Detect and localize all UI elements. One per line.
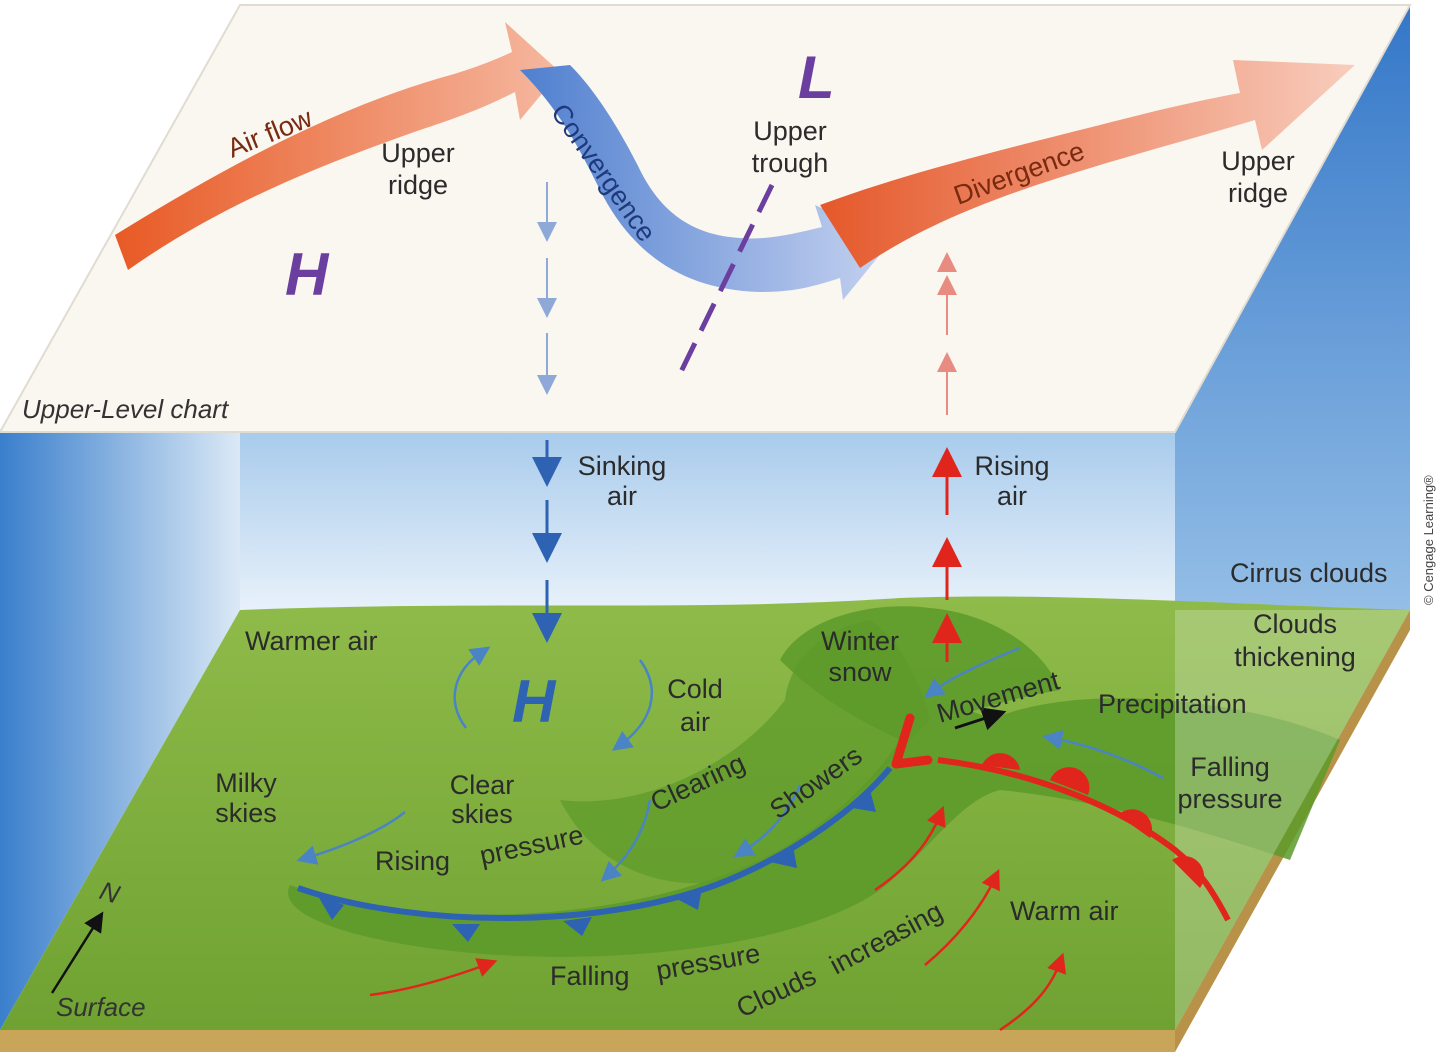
upper-plane [0,4,1412,433]
rising-pressure-line1: Rising [375,846,450,876]
north-arrow [50,911,104,994]
precipitation-label: Precipitation [1098,689,1247,719]
warm-air-label: Warm air [1010,896,1119,926]
warm-inflow-arrow-4 [999,952,1067,1032]
upper-level-chart-label: Upper-Level chart [22,394,230,424]
cloud-overlay [1175,610,1410,1030]
warm-inflow-arrow-2 [874,805,946,892]
upper-ridge-left-line1: Upper [381,138,455,168]
clear-skies-line2: skies [451,799,513,829]
winter-snow-line2: snow [828,657,892,687]
upper-ridge-left-line2: ridge [388,170,448,200]
upper-low-symbol: L [798,44,835,111]
rising-air-line1: Rising [974,451,1049,481]
cold-air-line1: Cold [667,674,723,704]
milky-skies-line1: Milky [215,768,277,798]
clouds-thickening-line2: thickening [1234,642,1356,672]
inflow-arrow-winter [923,646,1021,698]
warm-inflow-arrow-1 [369,958,498,997]
upper-trough-line [673,183,775,384]
credit-label: © Cengage Learning® [1421,475,1436,605]
inflow-arrow-precip [1042,729,1164,780]
upper-ridge-right-line2: ridge [1228,178,1288,208]
warmer-air-label: Warmer air [245,626,378,656]
surface-label: Surface [56,992,146,1022]
cold-air-line2: air [680,707,710,737]
falling-pressure-bottom-line1: Falling [550,961,630,991]
cold-front-triangles [318,790,876,942]
clear-skies-line1: Clear [450,770,515,800]
outflow-arrow-clearing [600,799,652,882]
green-tongue-upper [560,620,930,884]
upper-trough-line1: Upper [753,116,827,146]
cirrus-clouds-label: Cirrus clouds [1230,558,1388,588]
upper-trough-line2: trough [752,148,829,178]
surface-high-symbol: H [512,668,557,735]
clouds-thickening-line1: Clouds [1253,609,1337,639]
upper-ridge-right-line1: Upper [1221,146,1295,176]
warm-inflow-arrow-3 [924,868,1000,966]
high-circulation-arrow-right [611,659,654,751]
air-flow-arrow [115,22,560,270]
milky-skies-line2: skies [215,798,277,828]
outflow-arrow-milky [296,811,406,865]
divergence-arrow [820,60,1355,268]
sky-left-wall [0,432,240,1030]
sinking-air-line1: Sinking [578,451,667,481]
sinking-air-line2: air [607,481,637,511]
surface-low-symbol [891,713,933,769]
high-circulation-arrow-left [453,646,491,729]
outflow-arrow-showers [733,784,802,858]
falling-pressure-right-line1: Falling [1190,752,1270,782]
movement-arrow [954,707,1007,731]
falling-pressure-right-line2: pressure [1177,784,1282,814]
upper-high-symbol: H [285,241,330,308]
convergence-arrow [520,65,892,300]
warm-front-semicircles [982,753,1204,888]
rising-air-line2: air [997,481,1027,511]
ground-edge [0,1030,1175,1052]
winter-snow-line1: Winter [821,626,899,656]
